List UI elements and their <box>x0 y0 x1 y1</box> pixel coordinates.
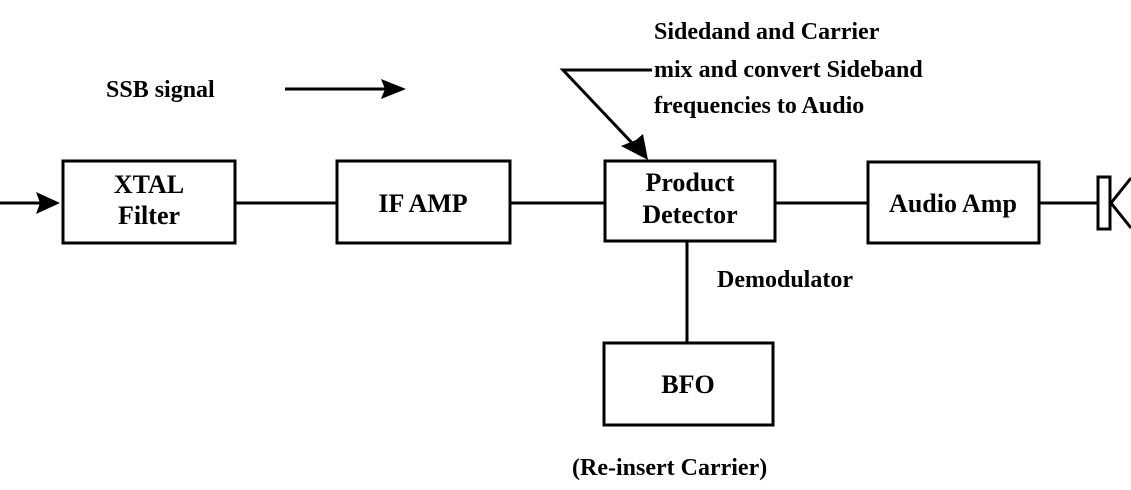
bfo-label: BFO <box>661 370 714 399</box>
bfo-block: BFO <box>602 341 775 427</box>
input-arrow <box>0 192 60 214</box>
mix-note-line2: mix and convert Sideband <box>654 57 923 83</box>
if-amp-block: IF AMP <box>335 159 512 245</box>
xtal-filter-label-line1: XTAL <box>114 170 184 199</box>
speaker-icon <box>1096 175 1131 231</box>
product-detector-label-line1: Product <box>645 168 734 197</box>
demodulator-label: Demodulator <box>717 267 853 293</box>
product-detector-block: Product Detector <box>603 159 777 243</box>
if-amp-label: IF AMP <box>378 189 467 218</box>
xtal-filter-label-line2: Filter <box>118 201 180 230</box>
reinsert-carrier-label: (Re-insert Carrier) <box>572 455 767 481</box>
mix-note-pointer <box>559 68 652 160</box>
xtal-filter-block: XTAL Filter <box>61 159 237 245</box>
product-detector-label-line2: Detector <box>642 200 737 229</box>
ssb-signal-label: SSB signal <box>106 77 215 103</box>
audio-amp-label: Audio Amp <box>889 189 1017 218</box>
mix-note-line3: frequencies to Audio <box>654 93 864 119</box>
audio-amp-block: Audio Amp <box>866 160 1041 245</box>
ssb-signal-arrow <box>285 79 406 99</box>
mix-note-line1: Sidedand and Carrier <box>654 19 880 45</box>
